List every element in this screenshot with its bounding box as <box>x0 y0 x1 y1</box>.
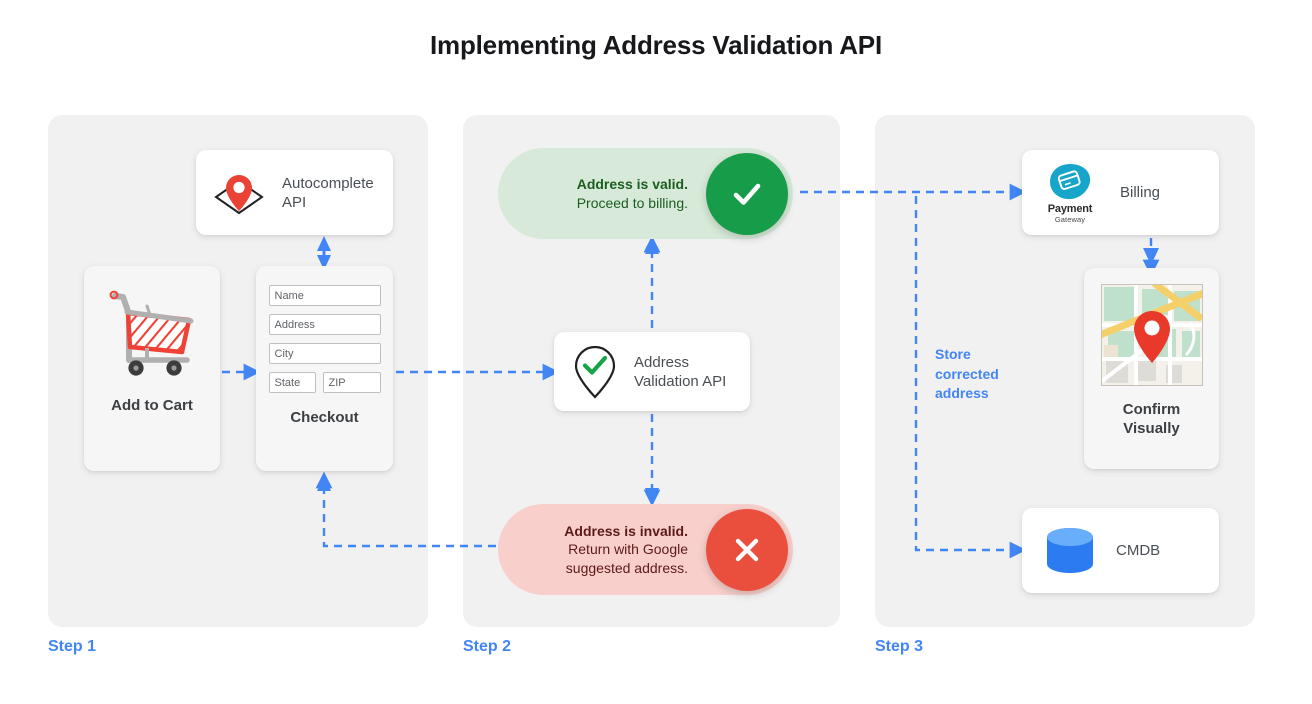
payment-gateway-sub: Gateway <box>1054 214 1086 224</box>
add-to-cart-label: Add to Cart <box>111 397 193 414</box>
shopping-cart-icon <box>103 284 201 379</box>
city-field[interactable]: City <box>268 343 381 364</box>
confirm-visually-card[interactable]: Confirm Visually <box>1084 268 1219 469</box>
map-pin-diamond-icon <box>210 167 268 219</box>
cmdb-card[interactable]: CMDB <box>1022 508 1219 593</box>
state-field[interactable]: State <box>268 372 316 393</box>
checkout-label: Checkout <box>290 409 359 426</box>
close-icon <box>706 508 788 591</box>
address-valid-headline: Address is valid. <box>576 176 688 192</box>
checkout-form: Name Address City State ZIP <box>268 285 381 393</box>
address-validation-api-label: Address Validation API <box>634 353 727 390</box>
map-thumbnail-icon <box>1100 284 1203 386</box>
database-icon <box>1044 526 1096 576</box>
confirm-visually-label: Confirm Visually <box>1122 401 1181 437</box>
address-invalid-subline-1: Return with Google <box>568 541 688 558</box>
check-icon <box>706 152 788 235</box>
address-valid-text: Address is valid. Proceed to billing. <box>577 175 706 212</box>
address-invalid-headline: Address is invalid. <box>564 522 688 539</box>
name-field[interactable]: Name <box>268 285 381 306</box>
add-to-cart-card[interactable]: Add to Cart <box>84 266 220 471</box>
zip-field[interactable]: ZIP <box>322 372 381 393</box>
address-invalid-subline-2: suggested address. <box>565 559 688 576</box>
address-valid-pill: Address is valid. Proceed to billing. <box>498 148 793 239</box>
address-valid-subline: Proceed to billing. <box>576 194 688 211</box>
address-validation-api-card[interactable]: Address Validation API <box>554 332 750 411</box>
state-zip-row: State ZIP <box>268 372 381 393</box>
payment-gateway-name: Payment <box>1047 202 1093 215</box>
address-field[interactable]: Address <box>268 314 381 335</box>
billing-label: Billing <box>1120 184 1161 201</box>
checkout-card[interactable]: Name Address City State ZIP Checkout <box>256 266 393 471</box>
address-invalid-text: Address is invalid. Return with Google s… <box>564 522 706 578</box>
address-invalid-pill: Address is invalid. Return with Google s… <box>498 504 793 595</box>
cmdb-label: CMDB <box>1116 542 1161 559</box>
autocomplete-api-card[interactable]: Autocomplete API <box>196 150 393 235</box>
store-corrected-address-note: Store corrected address <box>935 346 999 401</box>
payment-gateway-icon: Payment Gateway <box>1036 162 1104 224</box>
pin-check-icon <box>570 343 620 401</box>
step-3-label: Step 3 <box>875 638 924 655</box>
step-2-label: Step 2 <box>463 638 512 655</box>
billing-card[interactable]: Payment Gateway Billing <box>1022 150 1219 235</box>
page-title: Implementing Address Validation API <box>430 30 882 60</box>
autocomplete-api-label: Autocomplete API <box>282 174 374 211</box>
step-1-label: Step 1 <box>48 638 97 655</box>
